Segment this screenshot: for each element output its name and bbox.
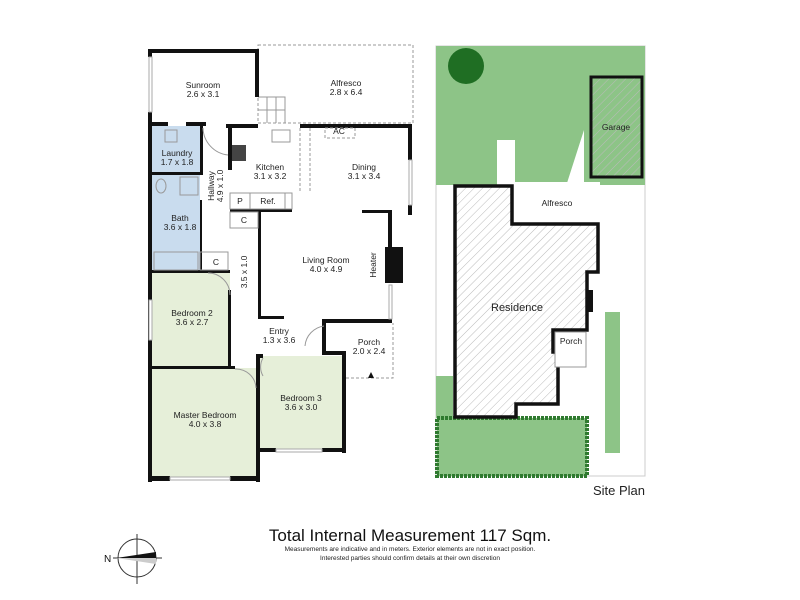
pantry-label: P xyxy=(237,196,243,206)
svg-text:Bedroom 2: Bedroom 2 xyxy=(171,308,213,318)
svg-text:2.6 x 3.1: 2.6 x 3.1 xyxy=(187,89,220,99)
laundry-area xyxy=(152,126,200,172)
cupboard xyxy=(229,211,259,229)
room-bedroom-3: Bedroom 33.6 x 3.0 xyxy=(280,393,322,412)
svg-text:3.1 x 3.2: 3.1 x 3.2 xyxy=(254,171,287,181)
toilet xyxy=(155,178,167,194)
garden-strip xyxy=(605,312,620,453)
svg-text:3.6 x 1.8: 3.6 x 1.8 xyxy=(164,222,197,232)
svg-text:Master Bedroom: Master Bedroom xyxy=(174,410,237,420)
svg-text:Sunroom: Sunroom xyxy=(186,80,221,90)
svg-text:Laundry: Laundry xyxy=(162,148,193,158)
site-alfresco xyxy=(513,182,600,223)
ac-unit xyxy=(324,127,356,139)
svg-text:Bedroom 3: Bedroom 3 xyxy=(280,393,322,403)
svg-text:Entry: Entry xyxy=(269,326,290,336)
site-plan: Garage Alfresco Residence Porch Site Pla… xyxy=(435,45,646,498)
cupboard-label: C xyxy=(213,257,219,267)
residence xyxy=(453,184,600,419)
window xyxy=(169,476,231,481)
north-label: N xyxy=(104,554,111,565)
svg-text:Dining: Dining xyxy=(352,162,376,172)
svg-text:Porch: Porch xyxy=(358,337,380,347)
master-bedroom-area xyxy=(152,368,258,478)
path xyxy=(497,140,515,185)
window xyxy=(148,299,153,341)
tree xyxy=(448,48,484,84)
window xyxy=(275,448,323,453)
svg-text:Alfresco: Alfresco xyxy=(331,78,362,88)
svg-text:4.9 x 1.0: 4.9 x 1.0 xyxy=(215,169,225,202)
window xyxy=(388,284,393,320)
bathtub xyxy=(153,251,199,271)
bedroom-3-area xyxy=(260,356,343,450)
steps xyxy=(258,96,286,123)
site-alfresco-label: Alfresco xyxy=(542,198,573,208)
svg-text:1.3 x 3.6: 1.3 x 3.6 xyxy=(263,335,296,345)
stove xyxy=(232,145,246,161)
cupboard-label: C xyxy=(241,215,247,225)
svg-text:1.7 x 1.8: 1.7 x 1.8 xyxy=(161,157,194,167)
garage-label: Garage xyxy=(602,122,631,132)
sink xyxy=(271,129,291,143)
svg-text:Hallway: Hallway xyxy=(206,170,216,201)
svg-text:Living Room: Living Room xyxy=(302,255,349,265)
garage xyxy=(589,75,644,179)
disclaimer-line-1: Measurements are indicative and in meter… xyxy=(285,546,536,553)
svg-text:2.0 x 2.4: 2.0 x 2.4 xyxy=(353,346,386,356)
laundry-tub xyxy=(164,129,178,143)
compass-needle-icon xyxy=(116,552,156,558)
svg-text:3.6 x 2.7: 3.6 x 2.7 xyxy=(176,317,209,327)
svg-text:3.1 x 3.4: 3.1 x 3.4 xyxy=(348,171,381,181)
cupboard xyxy=(199,251,229,271)
svg-text:4.0 x 4.9: 4.0 x 4.9 xyxy=(310,264,343,274)
fridge-label: Ref. xyxy=(260,196,276,206)
site-porch-label: Porch xyxy=(560,336,582,346)
vanity xyxy=(179,176,199,196)
front-hedge-lawn xyxy=(435,416,589,478)
residence-label: Residence xyxy=(491,302,543,314)
svg-text:3.6 x 3.0: 3.6 x 3.0 xyxy=(285,402,318,412)
room-bedroom-2: Bedroom 23.6 x 2.7 xyxy=(171,308,213,327)
hall-dim-label: 3.5 x 1.0 xyxy=(239,255,249,288)
heater-label: Heater xyxy=(368,252,378,278)
porch-outline xyxy=(346,323,394,379)
cabinets xyxy=(229,192,293,210)
svg-text:Kitchen: Kitchen xyxy=(256,162,285,172)
window xyxy=(148,56,153,113)
ac-label: AC xyxy=(333,126,345,136)
disclaimer-line-2: Interested parties should confirm detail… xyxy=(320,555,500,562)
svg-text:Bath: Bath xyxy=(171,213,189,223)
walls xyxy=(148,49,412,482)
svg-text:4.0 x 3.8: 4.0 x 3.8 xyxy=(189,419,222,429)
window xyxy=(408,159,413,206)
compass: N xyxy=(104,534,162,584)
floor-plan: AC P Ref. C C Heater 3.5 x 1.0 Sunroom2.… xyxy=(148,44,414,482)
total-measurement-title: Total Internal Measurement 117 Sqm. xyxy=(269,526,551,545)
svg-text:2.8 x 6.4: 2.8 x 6.4 xyxy=(330,87,363,97)
site-plan-title: Site Plan xyxy=(593,483,645,498)
bath-area xyxy=(152,175,200,272)
bedroom-2-area xyxy=(152,273,230,367)
